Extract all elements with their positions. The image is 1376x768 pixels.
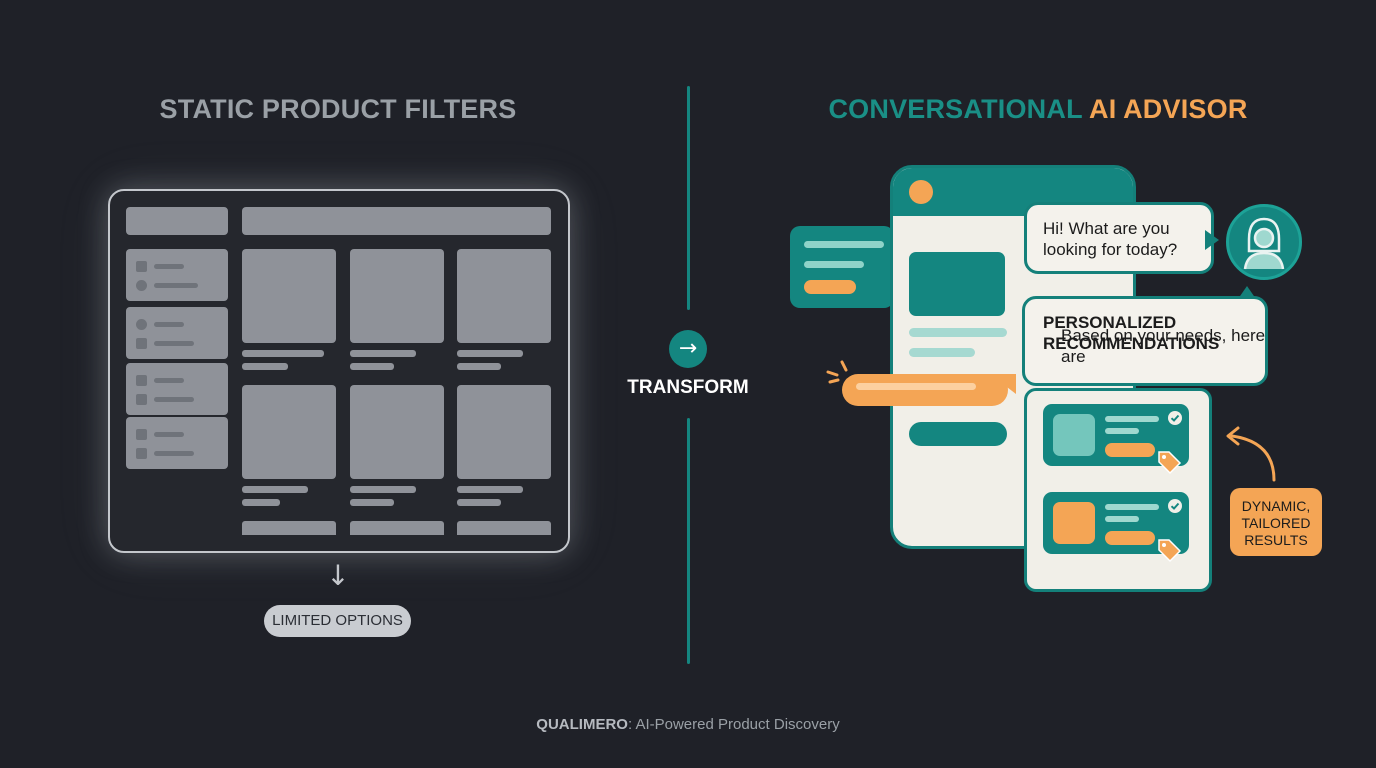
result-card bbox=[1043, 492, 1189, 563]
footer-brand: QUALIMERO bbox=[536, 716, 628, 733]
divider-line-top bbox=[687, 86, 690, 310]
check-icon bbox=[1168, 411, 1182, 425]
search-bar bbox=[242, 207, 551, 235]
product-card bbox=[242, 521, 336, 535]
product-card bbox=[457, 385, 551, 479]
ai-advisor-title: CONVERSATIONAL AI ADVISOR bbox=[700, 94, 1376, 125]
checkbox-icon bbox=[136, 394, 147, 405]
filter-item bbox=[126, 363, 228, 415]
ai-advisor-title-part2: AI ADVISOR bbox=[1089, 94, 1248, 124]
check-icon bbox=[1168, 499, 1182, 513]
ai-greeting-text: Hi! What are you looking for today? bbox=[1043, 219, 1178, 259]
product-card bbox=[350, 521, 444, 535]
grid-icon bbox=[136, 261, 147, 272]
reco-intro-text: Based on your needs, here are bbox=[1061, 326, 1266, 366]
checkbox-icon bbox=[136, 429, 147, 440]
transform-label: TRANSFORM bbox=[627, 377, 749, 398]
product-thumbnail bbox=[1053, 502, 1095, 544]
checkbox-icon bbox=[136, 448, 147, 459]
product-card bbox=[457, 249, 551, 343]
product-card bbox=[350, 249, 444, 343]
right-arrow-icon: → bbox=[669, 330, 707, 368]
person-icon bbox=[1243, 217, 1285, 270]
chat-action-bar bbox=[909, 422, 1007, 446]
result-card bbox=[1043, 404, 1189, 475]
static-filter-window bbox=[108, 189, 570, 553]
curved-arrow-icon bbox=[1226, 426, 1276, 482]
static-filters-title: STATIC PRODUCT FILTERS bbox=[159, 94, 517, 124]
product-card bbox=[242, 249, 336, 343]
footer-tagline: : AI-Powered Product Discovery bbox=[627, 716, 840, 733]
highlight-message-bar bbox=[842, 374, 1008, 406]
product-card bbox=[457, 521, 551, 535]
product-thumbnail bbox=[1053, 414, 1095, 456]
advisor-avatar bbox=[1226, 204, 1302, 280]
dynamic-results-badge: DYNAMIC, TAILORED RESULTS bbox=[1230, 488, 1322, 556]
dynamic-results-text: DYNAMIC, TAILORED RESULTS bbox=[1241, 498, 1311, 548]
filter-item bbox=[126, 417, 228, 469]
reco-end-text: : bbox=[1061, 326, 1066, 345]
tag-icon bbox=[136, 280, 147, 291]
product-image-placeholder bbox=[909, 252, 1005, 316]
filter-item bbox=[126, 307, 228, 359]
ai-recommendation-bubble: Based on your needs, here are PERSONALIZ… bbox=[1022, 296, 1268, 386]
list-icon bbox=[136, 375, 147, 386]
result-action-pill bbox=[1105, 443, 1155, 457]
ai-greeting-bubble: Hi! What are you looking for today? bbox=[1024, 202, 1214, 274]
filter-header-bar bbox=[126, 207, 228, 235]
down-arrow-icon: ↓ bbox=[326, 559, 350, 592]
status-dot-icon bbox=[909, 180, 933, 204]
reco-bold-text: PERSONALIZED RECOMMENDATIONS bbox=[1043, 313, 1220, 353]
filter-item bbox=[126, 249, 228, 301]
results-panel bbox=[1024, 388, 1212, 592]
sparkle-icon bbox=[826, 360, 848, 384]
product-card bbox=[242, 385, 336, 479]
price-tag-icon bbox=[1158, 451, 1182, 475]
checkbox-icon bbox=[136, 338, 147, 349]
result-action-pill bbox=[1105, 531, 1155, 545]
price-tag-icon bbox=[1158, 539, 1182, 563]
footer-caption: QUALIMERO: AI-Powered Product Discovery bbox=[0, 716, 1376, 733]
product-card bbox=[350, 385, 444, 479]
ai-advisor-title-part1: CONVERSATIONAL bbox=[828, 94, 1083, 124]
divider-line-bottom bbox=[687, 418, 690, 664]
tag-icon bbox=[136, 319, 147, 330]
user-message-bubble bbox=[790, 226, 894, 308]
limited-options-badge: LIMITED OPTIONS bbox=[264, 605, 411, 637]
